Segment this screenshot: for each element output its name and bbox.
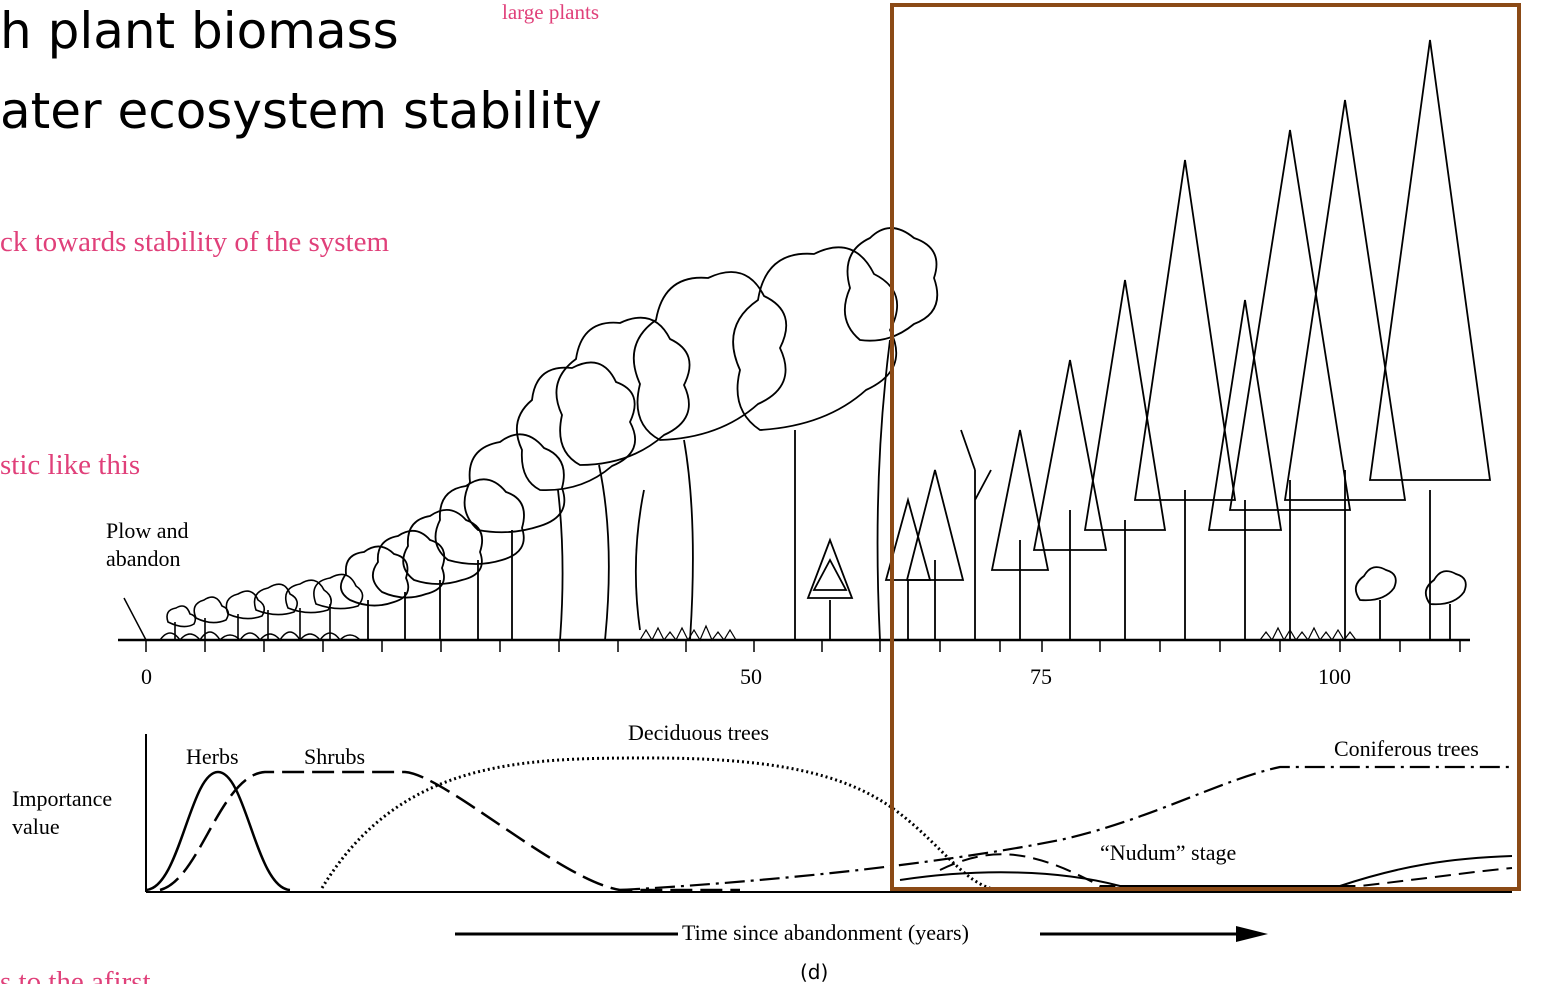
nudum-curve: [899, 855, 1513, 887]
note-large-plants: large plants: [502, 0, 600, 24]
stage-label-shrubs: Shrubs: [304, 744, 366, 769]
tree-illustration: [118, 39, 1492, 652]
panel-label: (d): [800, 960, 829, 984]
slide-title-line-2: ater ecosystem stability: [0, 82, 602, 140]
note-like-this: stic like this: [0, 449, 141, 481]
plow-label-line2: abandon: [106, 546, 181, 571]
tick-label-50: 50: [740, 664, 762, 689]
nudum-stage-label: “Nudum” stage: [1100, 840, 1237, 865]
shrubs-curve: [159, 770, 740, 892]
y-label-line2: value: [12, 814, 60, 839]
coniferous-curve: [619, 765, 1512, 892]
herbs-curve: [145, 770, 291, 892]
slide-title-line-1: h plant biomass: [0, 2, 399, 60]
time-arrow: [455, 926, 1268, 942]
highlight-box: [890, 3, 1521, 891]
note-bottom: s to the afirst: [0, 966, 151, 984]
nudum-dashed-curve: [939, 853, 1513, 887]
time-axis-label: Time since abandonment (years): [682, 920, 969, 945]
y-label-line1: Importance: [12, 786, 113, 811]
deciduous-trees: [340, 227, 939, 641]
stage-label-herbs: Herbs: [186, 744, 239, 769]
stage-label-coniferous: Coniferous trees: [1334, 736, 1479, 761]
tick-label-75: 75: [1030, 664, 1052, 689]
importance-graph: [145, 734, 1513, 893]
abandon-pointer: [123, 597, 147, 641]
tick-label-100: 100: [1318, 664, 1351, 689]
stage-label-deciduous: Deciduous trees: [628, 720, 770, 745]
coniferous-trees: [806, 39, 1492, 640]
note-stability: ck towards stability of the system: [0, 226, 390, 258]
shrubs: [166, 573, 364, 640]
deciduous-curve: [320, 756, 991, 890]
plow-label-line1: Plow and: [106, 518, 189, 543]
axis-ticks: [145, 640, 1461, 652]
tick-label-0: 0: [141, 664, 152, 689]
